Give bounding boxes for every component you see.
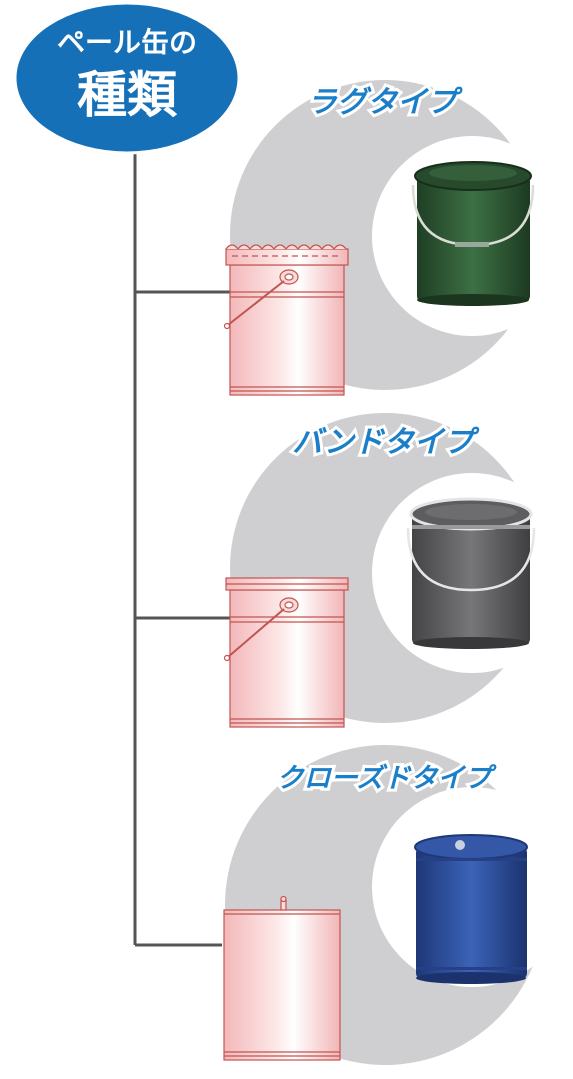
lug-type-title: ラグタイプ <box>307 85 463 120</box>
tree-connector <box>133 150 230 947</box>
band-pail-drawing-icon <box>223 577 349 728</box>
header-badge: ペール缶の 種類 <box>13 1 241 155</box>
header-line2: 種類 <box>77 66 178 124</box>
lug-pail-drawing-icon <box>223 244 349 396</box>
green-lug-pail-photo-icon <box>411 161 535 306</box>
band-type-title: バンドタイプ <box>292 425 479 460</box>
closed-pail-drawing-icon <box>223 895 341 1061</box>
header-line1: ペール缶の <box>57 26 197 59</box>
blue-closed-pail-photo-icon <box>414 834 528 984</box>
closed-type-title: クローズドタイプ <box>277 763 498 794</box>
section-titles: ラグタイプ バンドタイプ クローズドタイプ <box>274 82 501 797</box>
gray-band-pail-photo-icon <box>406 497 536 649</box>
header-badge-ellipse <box>13 1 241 155</box>
